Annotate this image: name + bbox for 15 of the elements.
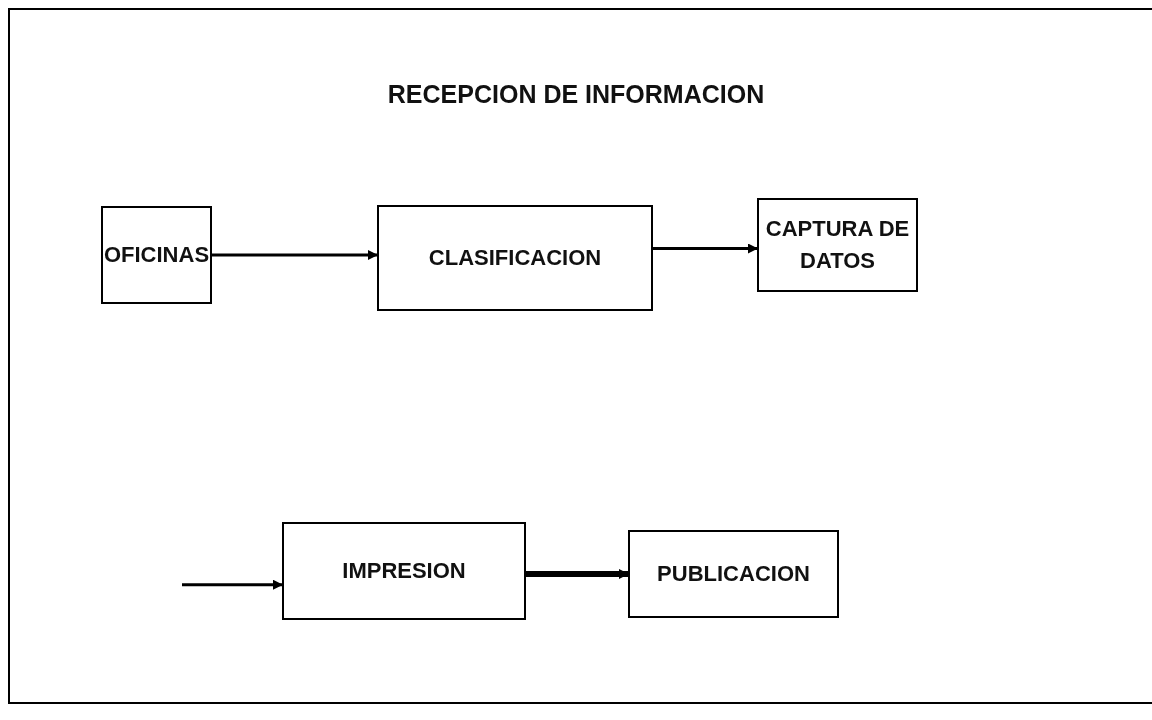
process-box xyxy=(282,522,526,620)
process-box xyxy=(101,206,212,304)
box-label: CLASIFICACION xyxy=(428,244,602,273)
box-label: PUBLICACION xyxy=(657,560,810,589)
arrow xyxy=(182,579,283,590)
box-label: IMPRESION xyxy=(342,557,466,586)
process-box xyxy=(628,530,839,618)
diagram-title: RECEPCION DE INFORMACION xyxy=(386,80,766,109)
arrow xyxy=(526,569,629,579)
box-label: OFICINAS xyxy=(103,241,210,270)
process-box xyxy=(377,205,653,311)
arrow xyxy=(653,243,758,254)
arrow xyxy=(212,250,378,260)
process-box xyxy=(757,198,918,292)
box-label: CAPTURA DE DATOS xyxy=(764,215,911,275)
